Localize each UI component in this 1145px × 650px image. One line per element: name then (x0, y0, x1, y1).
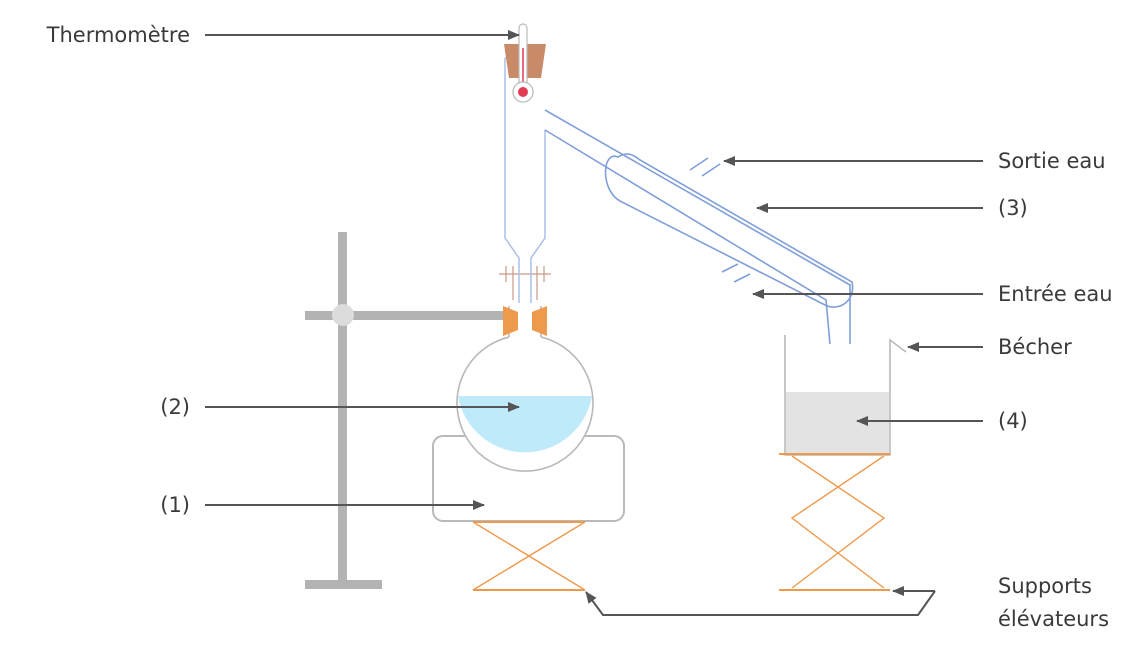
flask-stopper (503, 306, 547, 336)
label-thermometer: Thermomètre (46, 23, 190, 47)
label-beaker: Bécher (998, 335, 1072, 359)
label-supports-line2: élévateurs (998, 607, 1109, 631)
label-heater: (1) (160, 493, 190, 517)
thermometer-bulb (518, 87, 528, 97)
condenser (544, 109, 854, 345)
flask-liquid (458, 396, 592, 453)
arrow-supports-left (585, 590, 936, 616)
retort-stand (305, 232, 510, 589)
water-outlet-nozzle (689, 157, 721, 177)
distillate-liquid (786, 392, 889, 454)
thermometer (504, 23, 546, 103)
round-bottom-flask (456, 306, 594, 472)
label-water-out: Sortie eau (998, 149, 1106, 173)
label-water-in: Entrée eau (998, 282, 1113, 306)
label-condenser: (3) (998, 196, 1028, 220)
lab-jack-left (472, 521, 586, 591)
ground-joint (499, 266, 551, 300)
label-distillate: (4) (998, 409, 1028, 433)
lab-jack-right (779, 453, 890, 591)
water-inlet-nozzle (721, 263, 751, 283)
stand-clamp-knob (332, 304, 354, 326)
label-supports-line1: Supports (998, 574, 1092, 598)
beaker (784, 335, 907, 456)
label-flask-liquid: (2) (160, 395, 190, 419)
